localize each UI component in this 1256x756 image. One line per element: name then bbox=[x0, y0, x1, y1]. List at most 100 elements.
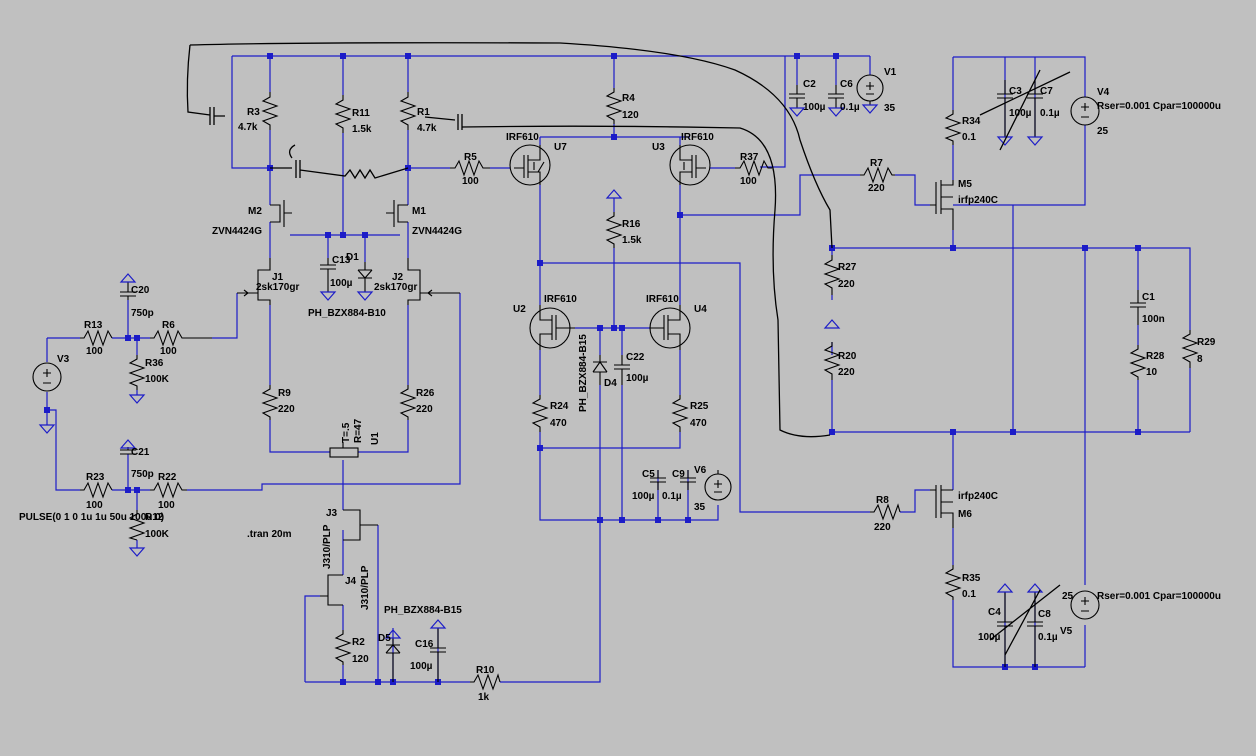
hand-drawn-annotations bbox=[186, 42, 1071, 656]
capacitor-c5[interactable]: C5 100µ bbox=[632, 469, 666, 502]
capacitor-c20[interactable]: C20 750p bbox=[120, 273, 154, 319]
resistor-r35[interactable]: R35 0.1 bbox=[944, 565, 981, 600]
svg-text:100µ: 100µ bbox=[330, 278, 353, 289]
capacitor-c3[interactable]: C3 100µ bbox=[997, 80, 1032, 146]
mosfet-u4[interactable]: IRF610 U4 bbox=[646, 294, 707, 350]
zener-d4[interactable]: D4 PH_BZX884-B15 bbox=[578, 334, 617, 412]
resistor-r37[interactable]: R37 100 bbox=[735, 152, 772, 187]
resistor-r9[interactable]: R9 220 bbox=[261, 385, 295, 420]
voltage-source-v5[interactable]: V5 Rser=0.001 Cpar=100000u 25 bbox=[1060, 590, 1221, 637]
mosfet-m2[interactable]: M2 ZVN4424G bbox=[212, 200, 292, 237]
svg-text:PH_BZX884-B10: PH_BZX884-B10 bbox=[308, 308, 386, 319]
svg-text:M1: M1 bbox=[412, 206, 426, 217]
resistor-r11[interactable]: R11 1.5k bbox=[334, 95, 372, 135]
resistor-r36[interactable]: R36 100K bbox=[128, 355, 170, 390]
resistor-r13[interactable]: R13 100 bbox=[80, 320, 113, 357]
resistor-r20[interactable]: R20 220 bbox=[823, 342, 857, 380]
resistor-r26[interactable]: R26 220 bbox=[399, 385, 435, 420]
voltage-source-v3[interactable]: V3 PULSE(0 1 0 1u 1u 50u 100u 0) bbox=[19, 354, 164, 523]
capacitor-c22[interactable]: C22 100µ bbox=[614, 352, 649, 385]
svg-text:C20: C20 bbox=[131, 285, 150, 296]
capacitor-c16[interactable]: C16 100µ bbox=[410, 619, 446, 682]
svg-text:C6: C6 bbox=[840, 79, 853, 90]
voltage-source-v1[interactable]: V1 35 bbox=[856, 67, 897, 114]
capacitor-c13[interactable]: C13 100µ bbox=[320, 255, 353, 301]
resistor-r4[interactable]: R4 120 bbox=[605, 88, 639, 124]
svg-text:220: 220 bbox=[874, 522, 891, 533]
svg-text:470: 470 bbox=[690, 418, 707, 429]
capacitor-c1[interactable]: C1 100n bbox=[1130, 290, 1165, 325]
voltage-source-v4[interactable]: V4 Rser=0.001 Cpar=100000u 25 bbox=[1070, 87, 1221, 137]
resistor-r8[interactable]: R8 220 bbox=[870, 495, 901, 533]
svg-text:220: 220 bbox=[868, 183, 885, 194]
resistor-r28[interactable]: R28 10 bbox=[1129, 345, 1165, 380]
svg-text:R6: R6 bbox=[162, 320, 175, 331]
simulation-directive[interactable]: .tran 20m bbox=[247, 529, 292, 540]
svg-text:0.1µ: 0.1µ bbox=[662, 491, 682, 502]
zener-d1[interactable]: D1 PH_BZX884-B10 bbox=[308, 252, 386, 319]
resistor-r22[interactable]: R22 100 bbox=[150, 472, 187, 511]
svg-text:C2: C2 bbox=[803, 79, 816, 90]
capacitor-c4[interactable]: C4 100µ bbox=[978, 583, 1013, 667]
resistor-r16[interactable]: R16 1.5k bbox=[605, 212, 642, 248]
resistor-r29[interactable]: R29 8 bbox=[1181, 330, 1216, 368]
svg-text:V3: V3 bbox=[57, 354, 70, 365]
svg-text:0.1µ: 0.1µ bbox=[1040, 108, 1060, 119]
svg-text:120: 120 bbox=[352, 654, 369, 665]
mosfet-u2[interactable]: IRF610 U2 bbox=[513, 294, 577, 350]
capacitor-c7[interactable]: C7 0.1µ bbox=[1027, 80, 1060, 146]
mosfet-m6[interactable]: irfp240C M6 bbox=[930, 485, 998, 528]
resistor-r2[interactable]: R2 120 bbox=[334, 630, 369, 665]
svg-text:C3: C3 bbox=[1009, 86, 1022, 97]
svg-text:100: 100 bbox=[86, 346, 103, 357]
jfet-j4[interactable]: J4 J310/PLP bbox=[320, 565, 371, 610]
svg-text:irfp240C: irfp240C bbox=[958, 195, 998, 206]
mosfet-u7[interactable]: IRF610 U7 bbox=[506, 132, 567, 186]
svg-text:J1: J1 bbox=[272, 272, 284, 283]
resistor-r1[interactable]: R1 4.7k bbox=[399, 92, 437, 134]
resistor-r34[interactable]: R34 0.1 bbox=[944, 110, 981, 145]
junctions bbox=[44, 53, 1141, 685]
svg-text:J310/PLP: J310/PLP bbox=[322, 524, 333, 569]
mosfet-m1[interactable]: M1 ZVN4424G bbox=[386, 200, 462, 237]
capacitor-c21[interactable]: C21 750p bbox=[120, 439, 154, 480]
svg-text:R=47: R=47 bbox=[353, 418, 364, 443]
svg-text:C13: C13 bbox=[332, 255, 351, 266]
svg-text:U4: U4 bbox=[694, 304, 707, 315]
resistor-r3[interactable]: R3 4.7k bbox=[238, 92, 279, 133]
svg-text:25: 25 bbox=[1062, 591, 1074, 602]
jfet-j3[interactable]: J3 J310/PLP bbox=[322, 508, 378, 569]
resistor-r6[interactable]: R6 100 bbox=[150, 320, 212, 357]
svg-text:100µ: 100µ bbox=[410, 661, 433, 672]
resistor-r24[interactable]: R24 470 bbox=[531, 395, 569, 432]
svg-text:IRF610: IRF610 bbox=[681, 132, 714, 143]
svg-text:100µ: 100µ bbox=[632, 491, 655, 502]
jfet-j1[interactable]: J1 2sk170gr bbox=[237, 258, 299, 305]
resistor-r7[interactable]: R7 220 bbox=[860, 158, 895, 194]
potentiometer-u1[interactable]: T=.5 R=47 U1 bbox=[329, 418, 381, 458]
svg-text:R24: R24 bbox=[550, 401, 569, 412]
mosfet-u3[interactable]: IRF610 U3 bbox=[652, 132, 714, 186]
resistor-r5[interactable]: R5 100 bbox=[450, 152, 490, 187]
capacitor-c2[interactable]: C2 100µ bbox=[789, 79, 826, 117]
svg-text:100n: 100n bbox=[1142, 314, 1165, 325]
svg-text:R5: R5 bbox=[464, 152, 477, 163]
capacitor-c6[interactable]: C6 0.1µ bbox=[828, 79, 860, 117]
svg-text:C21: C21 bbox=[131, 447, 150, 458]
svg-text:R34: R34 bbox=[962, 116, 981, 127]
capacitor-c9[interactable]: C9 0.1µ bbox=[662, 469, 696, 502]
jfet-j2[interactable]: J2 2sk170gr bbox=[374, 258, 460, 305]
resistor-r23[interactable]: R23 100 bbox=[80, 472, 113, 511]
resistor-r10[interactable]: R10 1k bbox=[470, 665, 501, 703]
voltage-source-v6[interactable]: V6 35 bbox=[694, 465, 732, 513]
mosfet-m5[interactable]: M5 irfp240C bbox=[930, 179, 998, 230]
cap-label-sketch bbox=[288, 144, 296, 159]
resistor-r12[interactable]: R12 100K bbox=[128, 510, 170, 541]
resistor-r27[interactable]: R27 220 bbox=[823, 255, 857, 295]
resistor-r25[interactable]: R25 470 bbox=[671, 395, 709, 432]
svg-text:220: 220 bbox=[838, 279, 855, 290]
svg-text:0.1: 0.1 bbox=[962, 132, 976, 143]
zener-d5[interactable]: D5 PH_BZX884-B15 bbox=[378, 605, 462, 682]
svg-text:4.7k: 4.7k bbox=[417, 123, 437, 134]
capacitor-c8[interactable]: C8 0.1µ bbox=[1027, 583, 1058, 667]
